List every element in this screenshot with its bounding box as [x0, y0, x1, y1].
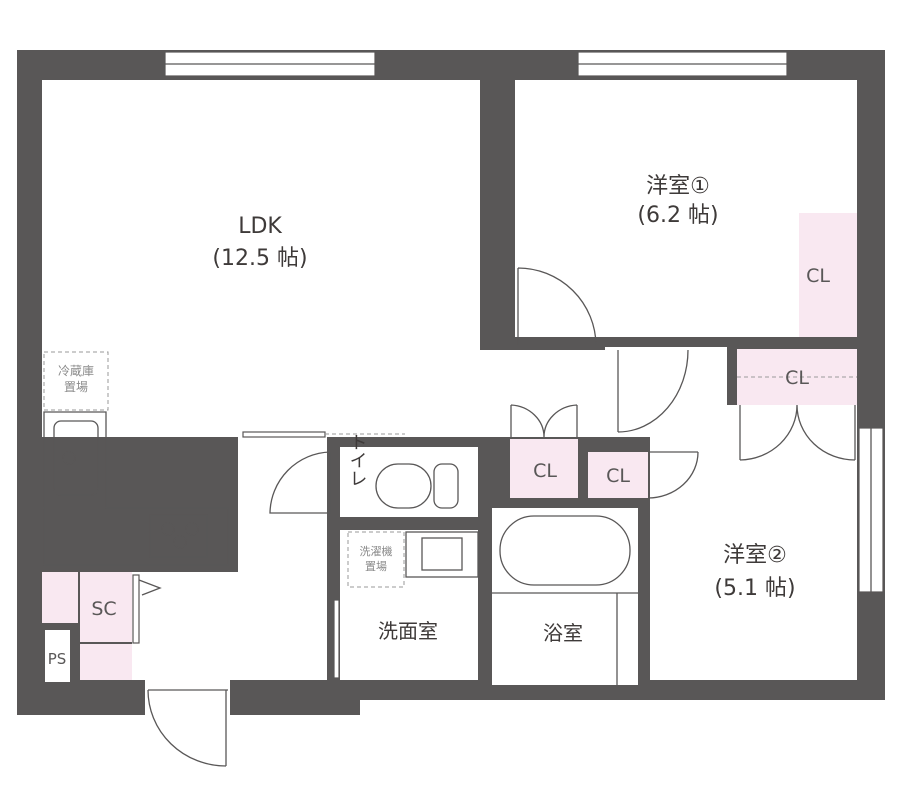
closet-room1-label: CL [806, 265, 830, 287]
washer-label: 洗濯機 [360, 544, 393, 558]
stove-icon [149, 514, 208, 558]
closet-hall-1[interactable] [510, 439, 578, 498]
bath-label: 浴室 [543, 621, 583, 645]
toilet-icon [375, 463, 432, 509]
door-shoe-closet[interactable] [132, 574, 140, 644]
room1-label: 洋室① [646, 174, 710, 199]
shoe-closet-label: SC [91, 598, 116, 620]
shoe-closet-left[interactable] [42, 572, 78, 623]
fridge-label-2: 置場 [64, 380, 88, 394]
washer-space [347, 531, 405, 588]
closet-hall-2-label: CL [606, 465, 630, 487]
kitchen-counter [43, 411, 229, 566]
pipe-space [45, 630, 70, 682]
room2-size: (5.1 帖) [714, 576, 795, 601]
closet-room1[interactable] [799, 213, 857, 337]
door-toilet[interactable] [269, 451, 331, 514]
ldk-size: (12.5 帖) [212, 246, 307, 271]
bathtub-icon [499, 515, 631, 586]
room2-label: 洋室② [723, 543, 787, 568]
entrance-door[interactable] [147, 689, 228, 767]
door-closet-hall-2[interactable] [647, 451, 699, 499]
closet-room2-label: CL [785, 367, 809, 389]
door-room2[interactable] [617, 349, 689, 433]
room1-size: (6.2 帖) [637, 203, 718, 228]
washroom-label: 洗面室 [378, 619, 438, 643]
vanity-icon [405, 531, 479, 578]
shoe-closet[interactable] [80, 572, 132, 642]
washroom-floor [340, 530, 478, 680]
closet-hall-1-label: CL [533, 460, 557, 482]
sink-icon [53, 420, 99, 496]
closet-hall-2[interactable] [588, 452, 648, 498]
bath-floor [492, 508, 638, 685]
shoe-closet-lower[interactable] [80, 644, 132, 680]
door-room1[interactable] [517, 267, 597, 346]
door-closet-room2[interactable] [739, 404, 856, 461]
fridge-space [43, 351, 109, 411]
sliding-door-washroom[interactable] [333, 599, 340, 679]
toilet-floor [340, 447, 478, 517]
toilet-label: トイレ [347, 433, 368, 487]
washer-label-2: 置場 [365, 560, 387, 573]
door-closet-hall[interactable] [510, 404, 578, 438]
pipe-space-label: PS [48, 650, 67, 668]
sliding-door-corridor[interactable] [242, 431, 326, 438]
ldk-label: LDK [238, 214, 282, 239]
fridge-label: 冷蔵庫 [58, 364, 94, 378]
